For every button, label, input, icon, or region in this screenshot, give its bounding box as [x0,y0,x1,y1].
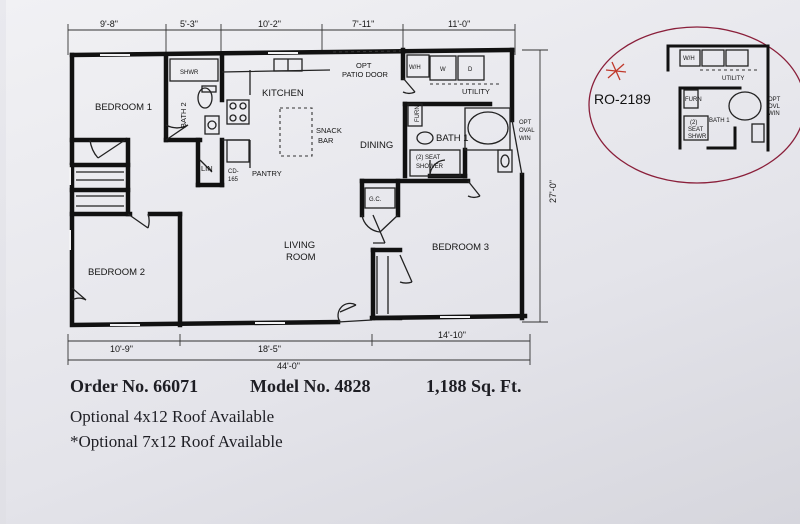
oval-tub [467,111,509,145]
label-bedroom2: BEDROOM 2 [88,267,145,278]
square-footage: 1,188 Sq. Ft. [426,376,522,396]
dim-top-1: 9'-8" [100,19,118,29]
label-water-heater: W/H [409,65,421,71]
right-dimension-line: 27'-0" [522,49,558,323]
interior-walls [69,47,493,328]
inset-label-oval-2: OVL [768,104,781,110]
dim-depth: 27'-0" [548,180,558,203]
furnace [407,103,423,127]
shower-bath2 [169,58,219,82]
red-star-mark [605,61,627,81]
inset-label-seat-1: (2) [690,120,697,126]
label-pantry: PANTRY [252,169,282,178]
dim-top-3: 10'-2" [258,19,281,29]
label-dryer: D [468,67,473,73]
range [226,99,250,125]
dim-bottom-2: 18'-5" [258,344,281,354]
inset-label-seat-3: SHWR [688,134,707,140]
refrigerator [226,139,250,163]
toilet-bath1 [416,131,434,145]
label-utility: UTILITY [462,87,490,96]
seat-shower [409,149,461,177]
label-furnace: FURN [415,105,421,122]
label-oval-opt: OPT [519,120,532,126]
room-labels: BEDROOM 1 BEDROOM 2 BEDROOM 3 BATH 2 KIT… [88,61,535,278]
dim-bottom-1: 10'-9" [110,344,133,354]
label-gc: G.C. [369,197,382,203]
label-seat: (2) SEAT [416,155,441,161]
label-bedroom1: BEDROOM 1 [95,102,152,113]
inset-code: RO-2189 [594,91,651,107]
label-washer: W [440,67,446,73]
label-cd: CD- [228,169,239,175]
label-shower: SHOWER [416,164,444,170]
washer [429,55,457,81]
label-patio-door: PATIO DOOR [342,70,389,79]
doors [71,77,481,323]
inset-label-oval-1: OPT [768,97,781,103]
label-dining: DINING [360,140,393,151]
top-dimension-line: 9'-8" 5'-3" 10'-2" 7'-11" 11'-0" [67,19,516,55]
label-snack: SNACK [316,126,342,135]
option-roof-4x12: Optional 4x12 Roof Available [70,407,275,426]
dim-overall-width: 44'-0" [277,361,300,371]
label-oval-win: WIN [519,136,531,142]
label-living: LIVING [284,240,315,251]
order-number: Order No. 66071 [70,376,199,396]
label-patio-opt: OPT [356,61,372,70]
label-shwr: SHWR [180,70,199,76]
label-bath1: BATH 1 [436,133,469,144]
label-bar: BAR [318,136,334,145]
label-kitchen: KITCHEN [262,88,304,99]
label-bath2: BATH 2 [179,102,188,128]
dim-top-5: 11'-0" [448,19,470,29]
dim-top-2: 5'-3" [180,19,198,29]
inset-label-bath: BATH 1 [709,118,730,124]
inset-label-wh: W/H [683,56,695,62]
option-inset: RO-2189 W/H UTILITY FURN BATH 1 (2) SEAT… [588,26,800,184]
inset-label-seat-2: SEAT [688,127,704,133]
label-bedroom3: BEDROOM 3 [432,242,489,253]
sink-bath2 [204,115,220,135]
caption-line-1: Order No. 66071 Model No. 4828 1,188 Sq. F… [70,376,522,397]
label-cd-165: 165 [228,177,239,183]
label-linen: LIN [201,164,213,173]
inset-circle [588,26,800,184]
windows [69,50,470,326]
toilet-bath2 [197,87,213,109]
dryer [457,55,485,81]
model-number: Model No. 4828 [250,376,371,396]
inset-label-utility: UTILITY [722,76,744,82]
label-oval: OVAL [519,128,535,134]
fixtures [76,54,513,314]
snack-bar-island [279,107,313,157]
bottom-dimension-lines: 10'-9" 18'-5" 14'-10" 44'-0" [67,330,531,371]
option-roof-7x12: *Optional 7x12 Roof Available [70,432,283,451]
inset-label-furn: FURN [685,97,702,103]
dim-bottom-3: 14'-10" [438,330,466,340]
inset-label-oval-3: WIN [768,111,780,117]
dim-top-4: 7'-11" [352,19,374,29]
label-room: ROOM [286,252,316,263]
